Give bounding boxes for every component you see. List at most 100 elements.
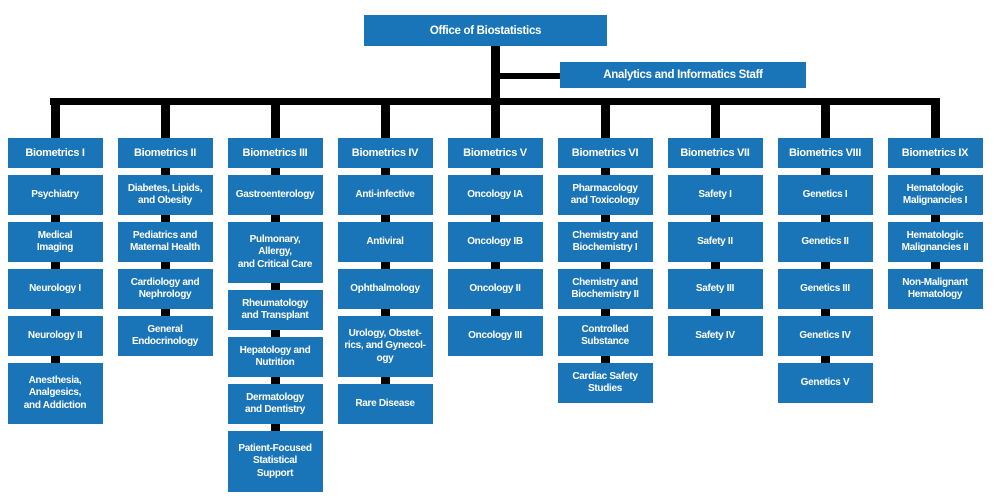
box-connector — [380, 377, 390, 384]
box-connector — [710, 262, 720, 269]
unit-label-line: Oncology IA — [467, 188, 523, 200]
unit-label-line: and Obesity — [138, 195, 192, 206]
neurology-ii-box: Neurology II — [7, 316, 103, 356]
unit-label-line: Hematology — [907, 289, 963, 300]
ophthalmology-box: Ophthalmology — [337, 269, 433, 309]
biometrics-viii-label: Biometrics VIII — [789, 147, 861, 159]
box-connector — [160, 262, 170, 269]
unit-label-line: Diabetes, Lipids, — [127, 182, 203, 194]
unit-label-line: Medical — [37, 229, 73, 241]
box-connector — [600, 309, 610, 316]
unit-label-line: Genetics III — [800, 282, 850, 294]
gastroenterology-box: Gastroenterology — [227, 175, 323, 215]
antiviral-box: Antiviral — [337, 222, 433, 262]
biometrics-iii-label: Biometrics III — [242, 147, 308, 159]
biometrics-vii-box: Biometrics VII — [667, 138, 763, 168]
column-drop-line — [160, 98, 170, 138]
unit-label-line: Oncology II — [469, 282, 521, 294]
unit-label-line: Urology, Obstet- — [348, 327, 422, 339]
box-connector — [820, 168, 830, 175]
biometrics-v-box: Biometrics V — [447, 138, 543, 168]
box-connector — [490, 168, 500, 175]
box-connector — [160, 215, 170, 222]
diabetes-lipids-and-obesity-box: Diabetes, Lipids,and Obesity — [117, 175, 213, 215]
box-connector — [820, 356, 830, 363]
unit-label-line: Analgesics, — [28, 387, 82, 399]
unit-label-line: Neurology II — [27, 329, 83, 341]
unit-label-line: rics, and Gynecol- — [344, 340, 426, 352]
unit-label-line: Rheumatology — [242, 297, 308, 309]
biometrics-i-label: Biometrics I — [25, 147, 85, 159]
box-connector — [930, 168, 940, 175]
analytics-and-informatics-staff-box: Analytics and Informatics Staff — [560, 62, 806, 88]
box-connector — [160, 168, 170, 175]
unit-label-line: Genetics I — [802, 188, 848, 200]
oncology-ib-box: Oncology IB — [447, 222, 543, 262]
box-connector — [380, 309, 390, 316]
genetics-i-box: Genetics I — [777, 175, 873, 215]
column-drop-line — [930, 98, 940, 138]
biometrics-ix-box: Biometrics IX — [887, 138, 983, 168]
biometrics-ii-label: Biometrics II — [133, 147, 197, 159]
unit-label-line: ogy — [376, 352, 394, 364]
safety-ii-box: Safety II — [667, 222, 763, 262]
unit-label-line: Substance — [581, 336, 629, 347]
oncology-ia-box: Oncology IA — [447, 175, 543, 215]
genetics-iv-box: Genetics IV — [777, 316, 873, 356]
unit-label-line: Maternal Health — [130, 242, 200, 253]
unit-label-line: Hepatology and — [239, 344, 311, 356]
unit-label-line: Hematologic — [906, 182, 964, 194]
rare-disease-box: Rare Disease — [337, 384, 433, 424]
unit-label-line: Pediatrics and — [132, 229, 198, 241]
unit-label-line: Dermatology — [246, 391, 304, 403]
column-drop-line — [820, 98, 830, 138]
unit-label-line: Chemistry and — [572, 229, 638, 241]
unit-label-line: Safety II — [697, 235, 733, 247]
safety-i-box: Safety I — [667, 175, 763, 215]
unit-label-line: Safety I — [698, 188, 732, 200]
box-connector — [270, 168, 280, 175]
unit-label-line: Rare Disease — [355, 397, 415, 409]
unit-label-line: Cardiac Safety — [572, 370, 638, 382]
box-connector — [600, 356, 610, 363]
box-connector — [160, 309, 170, 316]
unit-label-line: Neurology I — [29, 282, 81, 294]
box-connector — [270, 377, 280, 384]
column-drop-line — [50, 98, 60, 138]
unit-label-line: Controlled — [581, 323, 629, 335]
box-connector — [380, 262, 390, 269]
box-connector — [270, 283, 280, 290]
column-drop-line — [380, 98, 390, 138]
unit-label-line: Psychiatry — [31, 188, 79, 200]
box-connector — [710, 168, 720, 175]
biometrics-iii-box: Biometrics III — [227, 138, 323, 168]
box-connector — [600, 262, 610, 269]
unit-label-line: Studies — [587, 383, 623, 394]
unit-label-line: Genetics II — [801, 235, 849, 247]
unit-label-line: Malignancies II — [901, 242, 969, 253]
column-drop-line — [270, 98, 280, 138]
biometrics-iv-label: Biometrics IV — [351, 147, 419, 159]
unit-label-line: Support — [256, 467, 294, 479]
unit-label-line: Patient-Focused — [238, 442, 312, 454]
genetics-v-box: Genetics V — [777, 363, 873, 403]
unit-label-line: Anesthesia, — [28, 374, 82, 386]
box-connector — [380, 215, 390, 222]
biometrics-viii-box: Biometrics VIII — [777, 138, 873, 168]
unit-label-line: General — [147, 323, 183, 335]
unit-label-line: Oncology IB — [467, 235, 523, 247]
unit-label-line: Oncology III — [468, 329, 522, 341]
biometrics-vi-label: Biometrics VI — [571, 147, 639, 159]
unit-label-line: and Addiction — [23, 399, 87, 411]
